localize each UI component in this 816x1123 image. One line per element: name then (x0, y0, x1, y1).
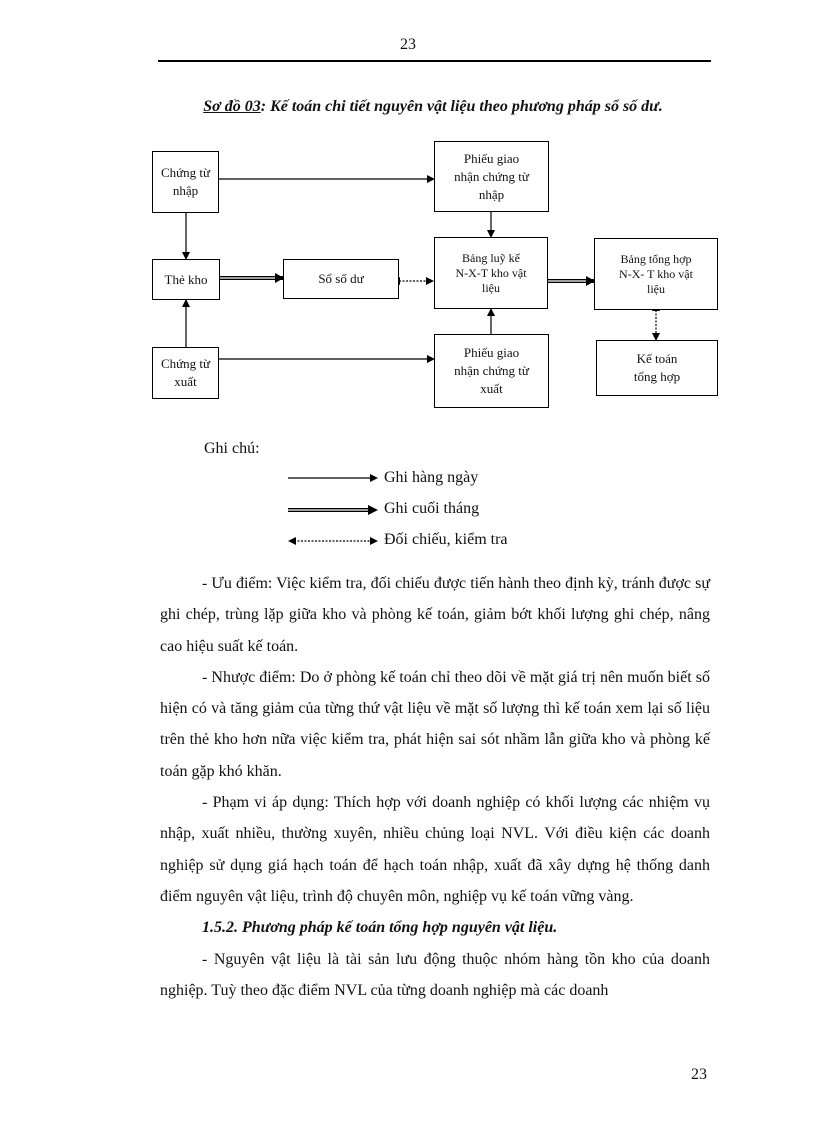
paragraph-intro: - Nguyên vật liệu là tài sản lưu động th… (160, 950, 710, 999)
paragraph-advantages: - Ưu điểm: Việc kiểm tra, đối chiếu được… (160, 575, 710, 655)
paragraph-scope: - Phạm vi áp dụng: Thích hợp với doanh n… (160, 794, 710, 905)
diagram-title-rest: : Kế toán chi tiết nguyên vật liệu theo … (260, 98, 663, 115)
box-so-so-du: Sổ số dư (283, 259, 399, 299)
box-the-kho: Thẻ kho (152, 259, 220, 300)
footer-page-number: 23 (691, 1066, 707, 1083)
legend-monthly-line (288, 505, 378, 515)
box-chung-tu-nhap: Chứng từ nhập (152, 151, 219, 213)
legend-daily-line (288, 474, 378, 482)
legend-text-reconcile: Đối chiếu, kiểm tra (384, 531, 508, 548)
legend-text-daily: Ghi hàng ngày (384, 469, 479, 486)
legend-title: Ghi chú: (204, 440, 260, 457)
legend-text-monthly: Ghi cuối tháng (384, 500, 480, 517)
box-phieu-giao-nhan-nhap: Phiếu giao nhận chứng từ nhập (434, 141, 549, 212)
diagram-title-prefix: Sơ đồ 03 (203, 98, 261, 115)
legend-reconcile-line (288, 537, 378, 545)
box-bang-luy-ke: Bảng luỹ kế N-X-T kho vật liệu (434, 237, 548, 309)
body-text: - Ưu điểm: Việc kiểm tra, đối chiếu được… (160, 568, 710, 1006)
section-subheading: 1.5.2. Phương pháp kế toán tổng hợp nguy… (202, 919, 558, 937)
box-phieu-giao-nhan-xuat: Phiếu giao nhận chứng từ xuất (434, 334, 549, 408)
header-rule (158, 60, 711, 62)
diagram-title: Sơ đồ 03: Kế toán chi tiết nguyên vật li… (0, 98, 816, 116)
box-chung-tu-xuat: Chứng từ xuất (152, 347, 219, 399)
box-bang-tong-hop: Bảng tổng hợp N-X- T kho vật liệu (594, 238, 718, 310)
paragraph-disadvantages: - Nhược điểm: Do ở phòng kế toán chỉ the… (160, 668, 710, 780)
header-page-number: 23 (400, 36, 416, 53)
box-ke-toan-tong-hop: Kế toán tổng hợp (596, 340, 718, 396)
